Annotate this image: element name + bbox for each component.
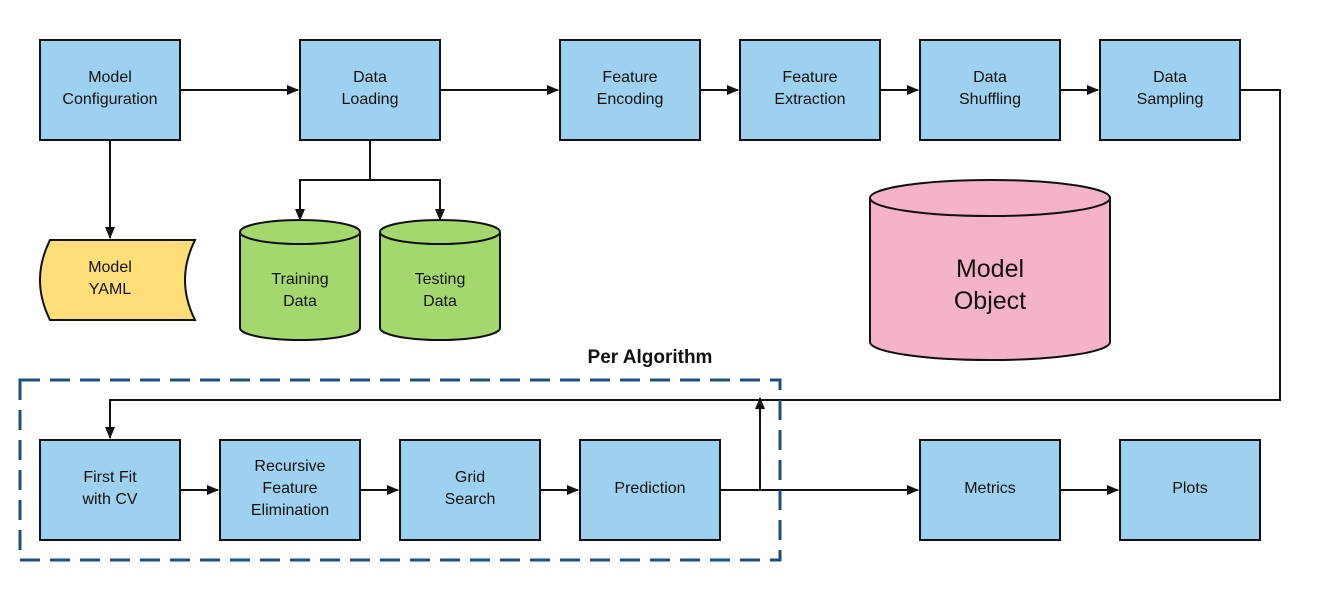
node-grid-search[interactable]: Grid Search bbox=[399, 439, 541, 541]
node-first-fit-line1: First Fit bbox=[83, 469, 137, 486]
node-rfe-line3: Elimination bbox=[251, 502, 329, 519]
node-model-object-line2: Object bbox=[954, 287, 1026, 315]
node-plots[interactable]: Plots bbox=[1119, 439, 1261, 541]
node-data-loading-line2: Loading bbox=[342, 91, 399, 108]
node-data-shuffling[interactable]: Data Shuffling bbox=[919, 39, 1061, 141]
node-data-shuffling-line1: Data bbox=[973, 69, 1007, 86]
edge-loading-to-training bbox=[295, 179, 370, 221]
node-testing-data-line1: Testing bbox=[415, 271, 466, 288]
node-feature-extraction[interactable]: Feature Extraction bbox=[739, 39, 881, 141]
node-first-fit-line2: with CV bbox=[81, 491, 137, 508]
node-feature-encoding-line2: Encoding bbox=[597, 91, 664, 108]
node-data-sampling-line2: Sampling bbox=[1137, 91, 1204, 108]
per-algorithm-group: Per Algorithm bbox=[18, 347, 782, 562]
edge-loading-to-testing bbox=[370, 179, 445, 221]
node-testing-data-line2: Data bbox=[423, 293, 457, 310]
node-training-data-line2: Data bbox=[283, 293, 317, 310]
edge-sampling-to-first-fit bbox=[105, 89, 1281, 439]
node-feature-encoding[interactable]: Feature Encoding bbox=[559, 39, 701, 141]
node-model-yaml-line1: Model bbox=[88, 259, 132, 276]
node-grid-search-line2: Search bbox=[445, 491, 496, 508]
node-training-data[interactable]: Training Data bbox=[239, 219, 361, 341]
node-model-yaml[interactable]: Model YAML bbox=[39, 239, 197, 321]
node-model-configuration-line1: Model bbox=[88, 69, 132, 86]
node-prediction-label: Prediction bbox=[614, 480, 685, 497]
node-prediction[interactable]: Prediction bbox=[579, 439, 721, 541]
edges bbox=[105, 85, 1281, 495]
node-model-object-line1: Model bbox=[956, 255, 1024, 283]
per-algorithm-dashed-border bbox=[18, 378, 782, 562]
node-model-configuration-line2: Configuration bbox=[62, 91, 157, 108]
node-model-configuration[interactable]: Model Configuration bbox=[39, 39, 181, 141]
node-training-data-line1: Training bbox=[271, 271, 328, 288]
node-data-shuffling-line2: Shuffling bbox=[959, 91, 1021, 108]
node-grid-search-line1: Grid bbox=[455, 469, 485, 486]
node-feature-extraction-line1: Feature bbox=[782, 69, 837, 86]
node-first-fit-with-cv[interactable]: First Fit with CV bbox=[39, 439, 181, 541]
node-data-sampling-line1: Data bbox=[1153, 69, 1187, 86]
node-feature-encoding-line1: Feature bbox=[602, 69, 657, 86]
per-algorithm-title: Per Algorithm bbox=[588, 347, 713, 368]
node-feature-extraction-line2: Extraction bbox=[774, 91, 845, 108]
node-data-loading-line1: Data bbox=[353, 69, 387, 86]
node-metrics[interactable]: Metrics bbox=[919, 439, 1061, 541]
node-model-object[interactable]: Model Object bbox=[869, 179, 1111, 361]
node-model-yaml-line2: YAML bbox=[89, 281, 131, 298]
node-data-loading[interactable]: Data Loading bbox=[299, 39, 441, 141]
node-data-sampling[interactable]: Data Sampling bbox=[1099, 39, 1241, 141]
node-plots-label: Plots bbox=[1172, 480, 1208, 497]
node-rfe-line2: Feature bbox=[262, 480, 317, 497]
node-metrics-label: Metrics bbox=[964, 480, 1016, 497]
node-rfe-line1: Recursive bbox=[254, 458, 325, 475]
node-testing-data[interactable]: Testing Data bbox=[379, 219, 501, 341]
node-recursive-feature-elimination[interactable]: Recursive Feature Elimination bbox=[219, 439, 361, 541]
